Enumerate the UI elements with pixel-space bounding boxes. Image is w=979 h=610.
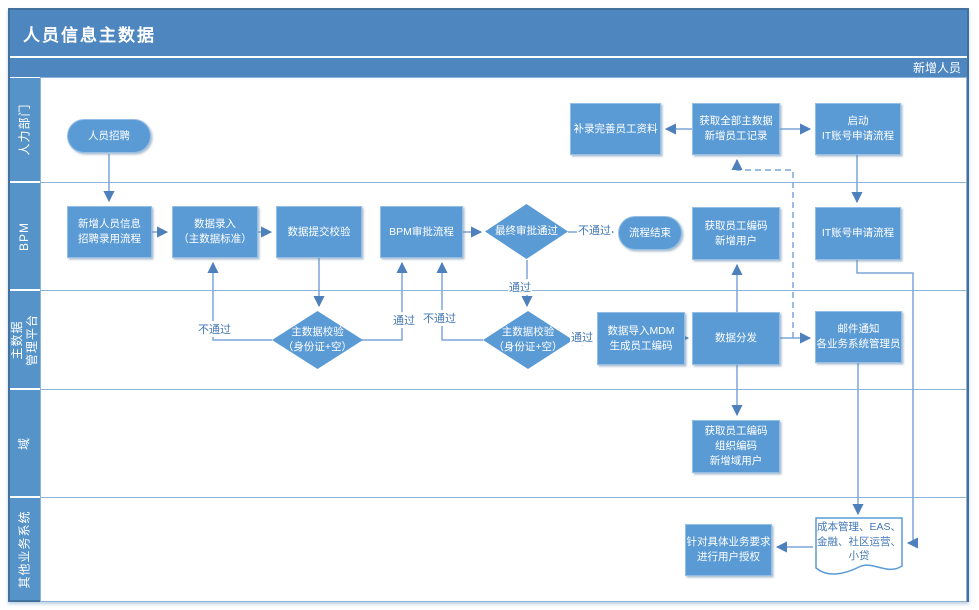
lane-domain-area (40, 389, 967, 498)
document-text: 成本管理、EAS、 金融、社区运营、 小贷 (816, 521, 901, 563)
node-bpm-it-process: IT账号申请流程 (815, 207, 901, 260)
edge-label-pass-check2: 通过 (570, 329, 594, 345)
edge-label-pass-check1: 通过 (392, 312, 416, 328)
edge-label-fail-check2: 不通过 (422, 310, 457, 326)
node-recruit: 人员招聘 (67, 119, 151, 153)
node-bpm-submit-check: 数据提交校验 (276, 206, 362, 258)
node-domain-get-code: 获取员工编码 组织编码 新增域用户 (692, 420, 780, 473)
node-bpm-end: 流程结束 (618, 216, 682, 250)
node-bpm-get-code: 获取员工编码 新增用户 (692, 207, 780, 260)
diagram-title: 人员信息主数据 (10, 10, 967, 56)
lane-other-area (40, 497, 967, 602)
node-bpm-data-entry: 数据录入 （主数据标准） (172, 206, 258, 258)
node-hr-start-it: 启动 IT账号申请流程 (815, 103, 901, 155)
lane-hr-area (40, 77, 967, 183)
phase-label: 新增人员 (912, 61, 961, 75)
node-hr-supplement: 补录完善员工资料 (570, 103, 661, 155)
document-shape (815, 517, 903, 575)
node-mdm-import: 数据导入MDM 生成员工编码 (597, 312, 685, 365)
node-bpm-approval: BPM审批流程 (380, 206, 463, 258)
lane-other: 其他业务系统 (10, 497, 967, 602)
lane-domain-label: 域 (10, 390, 40, 496)
edge-label-pass-final: 通过 (508, 279, 532, 295)
edge-label-fail-check1: 不通过 (197, 321, 232, 337)
node-mdm-distribute: 数据分发 (692, 312, 780, 365)
node-other-systems-doc: 成本管理、EAS、 金融、社区运营、 小贷 (815, 517, 903, 579)
node-other-auth: 针对具体业务要求 进行用户授权 (685, 524, 772, 576)
node-mdm-notify: 邮件通知 各业务系统管理员 (815, 311, 902, 363)
node-bpm-new-info: 新增人员信息 招聘录用流程 (67, 206, 152, 258)
lane-mdm-label: 主数据 管理平台 (10, 291, 40, 388)
lane-other-label: 其他业务系统 (10, 498, 40, 600)
phase-header: 新增人员 (10, 58, 967, 77)
lane-hr: 人力部门 (10, 77, 967, 183)
lane-hr-label: 人力部门 (10, 78, 40, 181)
lane-bpm-label: BPM (10, 183, 40, 289)
node-hr-get-master: 获取全部主数据 新增员工记录 (692, 103, 780, 155)
edge-label-fail-final: 不通过 (577, 222, 612, 238)
lane-domain: 域 (10, 389, 967, 498)
